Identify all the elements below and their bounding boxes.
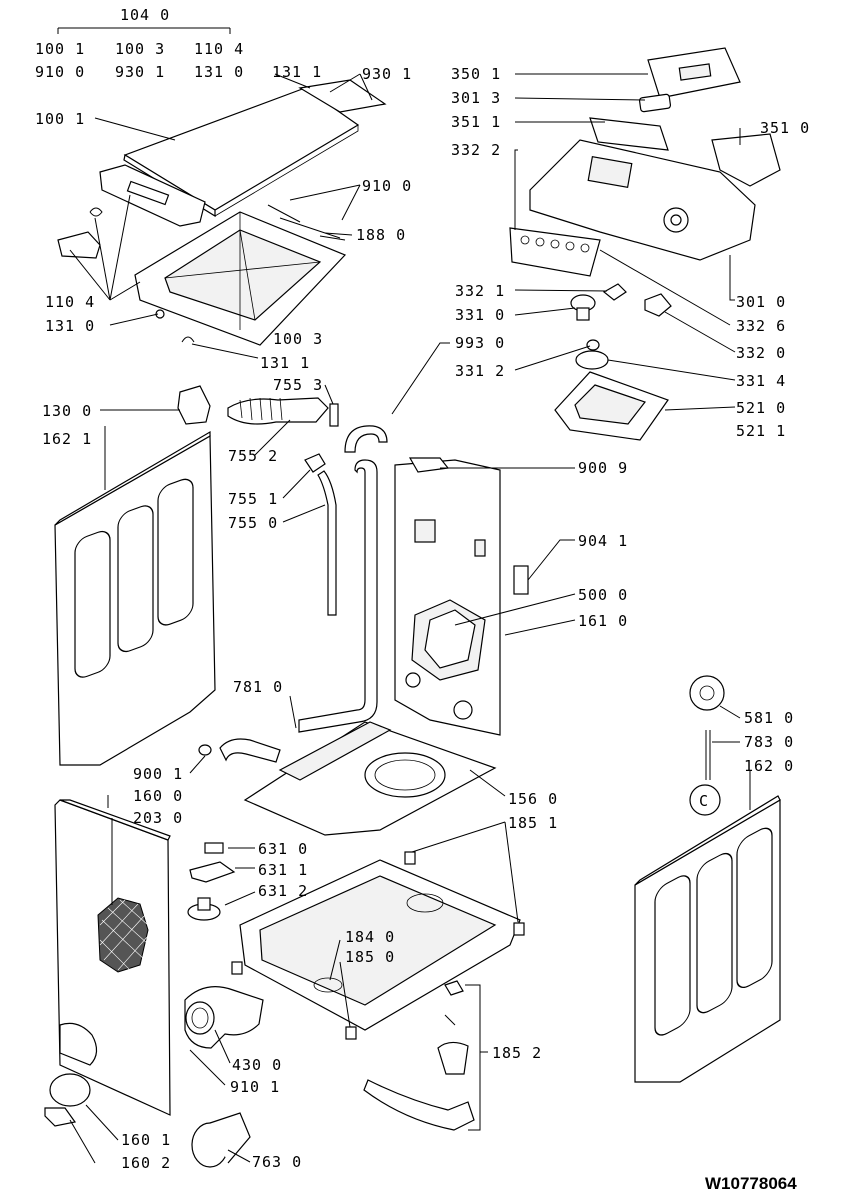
button-carrier bbox=[509, 227, 601, 277]
label-301-3: 301 3 bbox=[451, 89, 501, 107]
label-631-1: 631 1 bbox=[258, 861, 308, 879]
label-301-0: 301 0 bbox=[736, 293, 786, 311]
label-185-1: 185 1 bbox=[508, 814, 558, 832]
label-763-0: 763 0 bbox=[252, 1153, 302, 1171]
control-panel-group bbox=[509, 47, 781, 441]
right-side-panel: C bbox=[634, 675, 781, 1083]
label-184-0: 184 0 bbox=[345, 928, 395, 946]
label-160-0: 160 0 bbox=[133, 787, 183, 805]
door-lever bbox=[363, 1079, 475, 1131]
label-332-6: 332 6 bbox=[736, 317, 786, 335]
label-755-1: 755 1 bbox=[228, 490, 278, 508]
label-350-1: 350 1 bbox=[451, 65, 501, 83]
label-521-0: 521 0 bbox=[736, 399, 786, 417]
label-900-1: 900 1 bbox=[133, 765, 183, 783]
rear-panel bbox=[394, 459, 501, 736]
label-100-1-b: 100 1 bbox=[35, 110, 85, 128]
part-labels: 104 0 100 1 100 3 110 4 910 0 930 1 131 … bbox=[35, 6, 810, 1172]
base-chassis-group bbox=[184, 721, 525, 1168]
label-188-0: 188 0 bbox=[356, 226, 406, 244]
label-331-4: 331 4 bbox=[736, 372, 786, 390]
label-160-1: 160 1 bbox=[121, 1131, 171, 1149]
label-131-0-b: 131 0 bbox=[45, 317, 95, 335]
label-581-0: 581 0 bbox=[744, 709, 794, 727]
label-910-0-b: 910 0 bbox=[362, 177, 412, 195]
label-162-0: 162 0 bbox=[744, 757, 794, 775]
pulley bbox=[689, 675, 725, 711]
label-332-1: 332 1 bbox=[455, 282, 505, 300]
label-100-3-b: 100 3 bbox=[273, 330, 323, 348]
label-131-0: 131 0 bbox=[194, 63, 244, 81]
label-910-1: 910 1 bbox=[230, 1078, 280, 1096]
label-162-1: 162 1 bbox=[42, 430, 92, 448]
label-332-0: 332 0 bbox=[736, 344, 786, 362]
label-900-9: 900 9 bbox=[578, 459, 628, 477]
label-781-0: 781 0 bbox=[233, 678, 283, 696]
label-130-0: 130 0 bbox=[42, 402, 92, 420]
label-904-1: 904 1 bbox=[578, 532, 628, 550]
label-131-1-b: 131 1 bbox=[260, 354, 310, 372]
label-131-1: 131 1 bbox=[272, 63, 322, 81]
middle-group bbox=[100, 342, 576, 774]
label-331-2: 331 2 bbox=[455, 362, 505, 380]
label-203-0: 203 0 bbox=[133, 809, 183, 827]
label-910-0: 910 0 bbox=[35, 63, 85, 81]
inlet-hose-corrugated bbox=[227, 397, 329, 425]
label-100-1: 100 1 bbox=[35, 40, 85, 58]
label-104-0: 104 0 bbox=[120, 6, 170, 24]
label-110-4-b: 110 4 bbox=[45, 293, 95, 311]
label-521-1: 521 1 bbox=[736, 422, 786, 440]
label-930-1-b: 930 1 bbox=[362, 65, 412, 83]
top-lid-group bbox=[57, 27, 387, 359]
label-351-1: 351 1 bbox=[451, 113, 501, 131]
label-185-0: 185 0 bbox=[345, 948, 395, 966]
callout-letter: C bbox=[699, 792, 709, 810]
label-331-0: 331 0 bbox=[455, 306, 505, 324]
label-100-3: 100 3 bbox=[115, 40, 165, 58]
label-755-0: 755 0 bbox=[228, 514, 278, 532]
label-783-0: 783 0 bbox=[744, 733, 794, 751]
document-id: W10778064 bbox=[705, 1174, 797, 1193]
label-500-0: 500 0 bbox=[578, 586, 628, 604]
insulation-pad bbox=[97, 897, 149, 973]
left-side-panel bbox=[54, 426, 216, 766]
front-panel bbox=[44, 795, 171, 1164]
label-631-2: 631 2 bbox=[258, 882, 308, 900]
label-993-0: 993 0 bbox=[455, 334, 505, 352]
label-332-2: 332 2 bbox=[451, 141, 501, 159]
label-161-0: 161 0 bbox=[578, 612, 628, 630]
label-631-0: 631 0 bbox=[258, 840, 308, 858]
label-755-3: 755 3 bbox=[273, 376, 323, 394]
label-351-0: 351 0 bbox=[760, 119, 810, 137]
label-156-0: 156 0 bbox=[508, 790, 558, 808]
label-185-2: 185 2 bbox=[492, 1044, 542, 1062]
callout-circle bbox=[689, 784, 721, 816]
label-430-0: 430 0 bbox=[232, 1056, 282, 1074]
label-110-4: 110 4 bbox=[194, 40, 244, 58]
label-755-2: 755 2 bbox=[228, 447, 278, 465]
drain-hose bbox=[298, 459, 378, 733]
label-160-2: 160 2 bbox=[121, 1154, 171, 1172]
handle-part bbox=[57, 231, 101, 259]
control-panel bbox=[529, 139, 756, 261]
label-930-1: 930 1 bbox=[115, 63, 165, 81]
